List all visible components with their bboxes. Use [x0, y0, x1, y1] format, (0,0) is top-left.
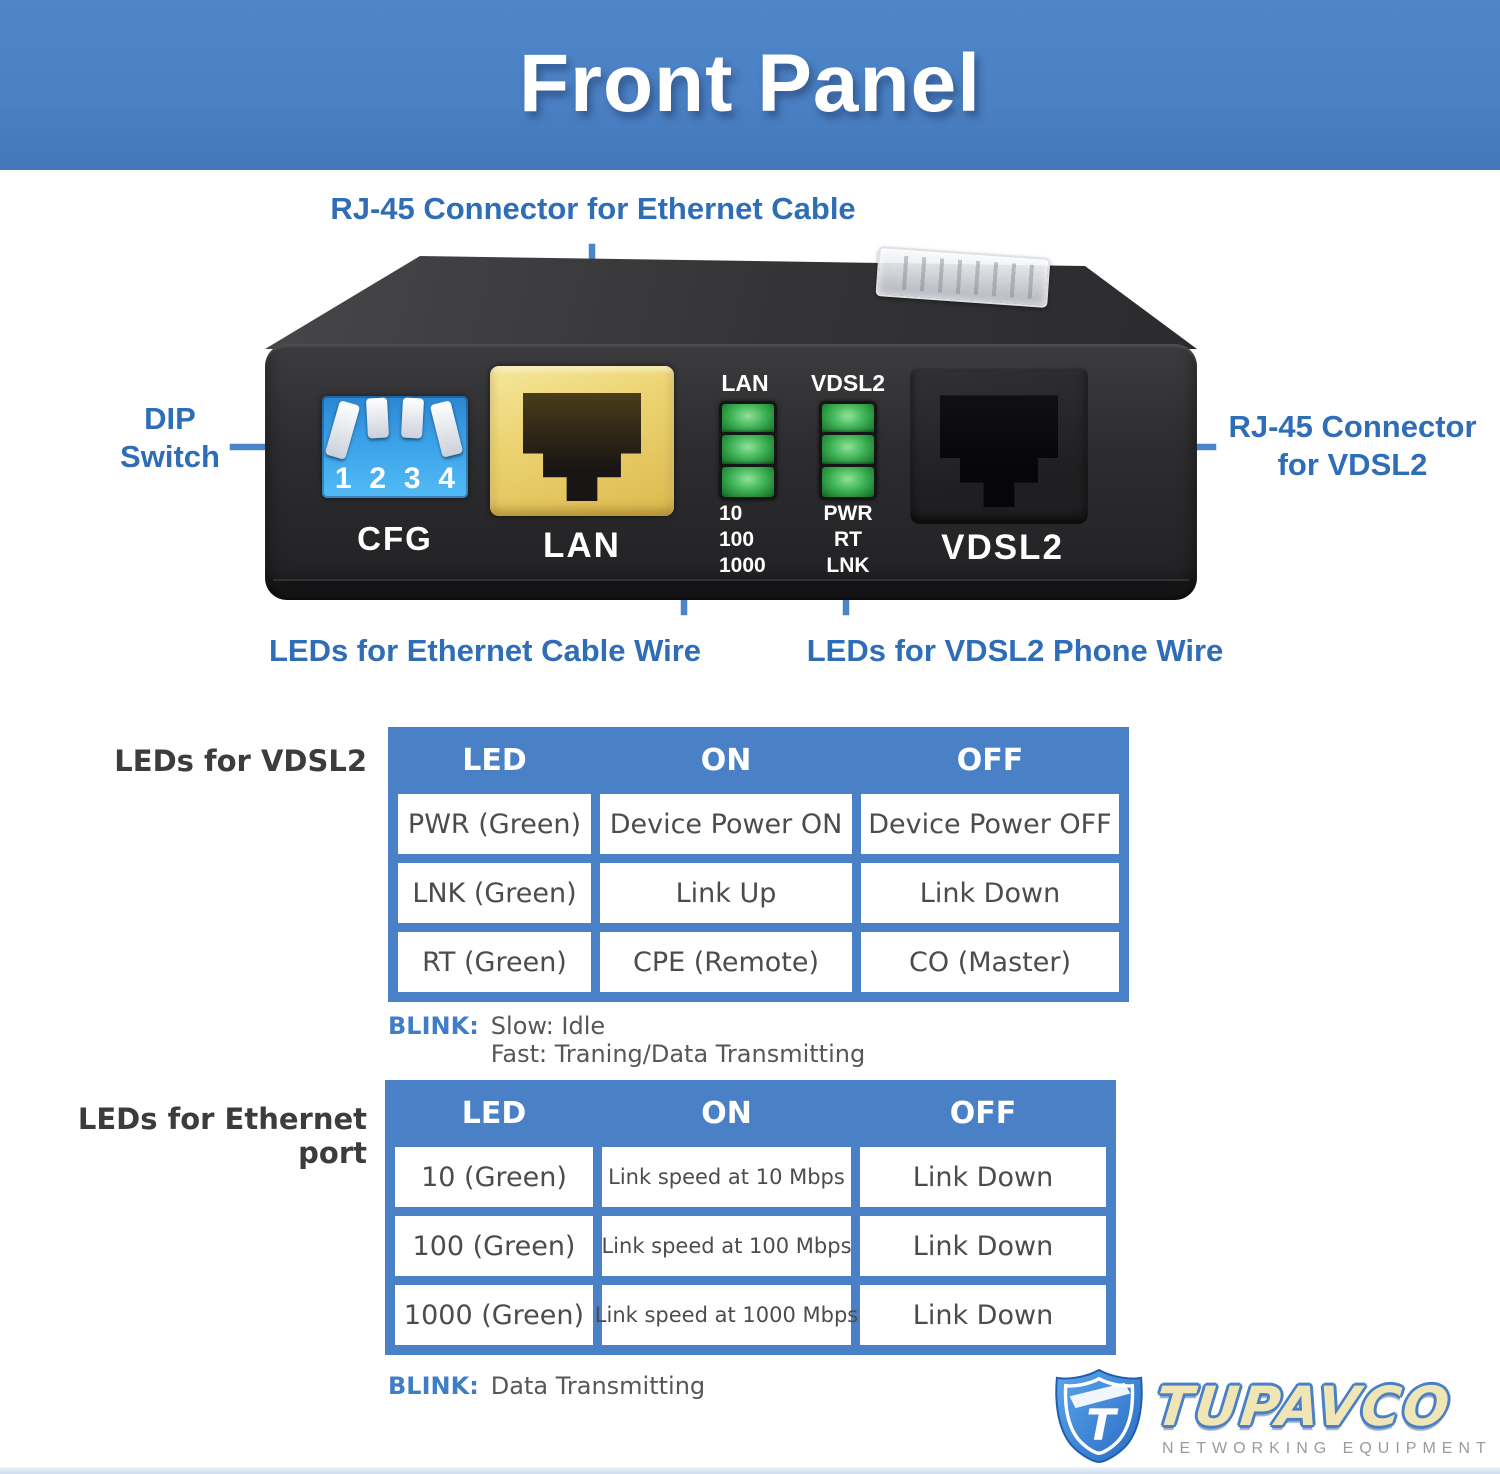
table-cell: Link Down	[860, 1216, 1106, 1276]
callout-rj45-ethernet: RJ-45 Connector for Ethernet Cable	[330, 191, 856, 226]
table-header-row: LED ON OFF	[385, 1080, 1116, 1147]
brand-tagline: NETWORKING EQUIPMENT	[1162, 1440, 1492, 1457]
table-header-cell: ON	[700, 743, 752, 778]
blink-text: Slow: Idle Fast: Traning/Data Transmitti…	[491, 1012, 865, 1068]
tupavco-logo: T TUPAVCO NETWORKING EQUIPMENT	[1052, 1366, 1492, 1472]
blink-line: Fast: Traning/Data Transmitting	[490, 1040, 866, 1068]
table-cell: Link speed at 100 Mbps	[601, 1216, 852, 1276]
led-labels-ethernet: 10 100 1000	[719, 501, 766, 579]
dip-number: 3	[403, 462, 421, 495]
callout-leds-vdsl2: LEDs for VDSL2 Phone Wire	[806, 633, 1224, 668]
led-label: PWR	[823, 502, 873, 525]
ethernet-blink-note: BLINK: Data Transmitting	[388, 1372, 705, 1400]
table-cell: Link Down	[860, 1147, 1106, 1207]
rj45-socket-shape	[523, 393, 641, 501]
table-header-cell: ON	[701, 1096, 752, 1131]
dip-number: 4	[438, 462, 456, 495]
lan-port-jack	[490, 366, 674, 516]
vdsl2-blink-note: BLINK: Slow: Idle Fast: Traning/Data Tra…	[388, 1012, 865, 1068]
table-cell: 10 (Green)	[395, 1147, 593, 1207]
ethernet-table-label: LEDs for Ethernet port	[77, 1102, 367, 1170]
table-cell: Link speed at 10 Mbps	[602, 1147, 851, 1207]
table-cell: PWR (Green)	[398, 794, 591, 854]
led-labels-vdsl2: PWR RT LNK	[787, 501, 909, 579]
led-label: RT	[834, 528, 862, 551]
table-cell: CPE (Remote)	[600, 932, 852, 992]
led-label: 100	[719, 528, 755, 551]
dip-number: 1	[334, 462, 352, 495]
callout-dip-line2: Switch	[120, 439, 220, 474]
led-indicator	[819, 464, 877, 500]
blink-label: BLINK:	[388, 1012, 479, 1040]
svg-text:T: T	[1086, 1401, 1119, 1451]
vdsl2-port-label: VDSL2	[941, 528, 1064, 567]
device-front-panel: 1 2 3 4 CFG LAN LAN VDSL2 10 100 1000	[265, 246, 1197, 602]
led-indicator-block: LAN VDSL2 10 100 1000 PWR RT LNK	[703, 370, 909, 590]
header-banner: Front Panel	[0, 0, 1500, 170]
callout-dip-line1: DIP	[144, 401, 196, 436]
dip-lever	[400, 397, 425, 439]
table-body: PWR (Green) Device Power ON Device Power…	[388, 794, 1129, 1002]
led-column-header-vdsl2: VDSL2	[810, 370, 886, 396]
table-header-cell: OFF	[956, 743, 1024, 778]
lan-port-label: LAN	[543, 526, 621, 565]
table-cell: Device Power ON	[600, 794, 852, 854]
dip-lever	[324, 400, 361, 460]
vdsl2-table-label: LEDs for VDSL2	[114, 744, 367, 778]
device-front-face: 1 2 3 4 CFG LAN LAN VDSL2 10 100 1000	[265, 344, 1197, 600]
callout-leds-ethernet: LEDs for Ethernet Cable Wire	[268, 633, 702, 668]
callout-rj45-vdsl2: RJ-45 Connector for VDSL2	[1205, 408, 1500, 484]
dip-switch: 1 2 3 4	[322, 396, 468, 498]
blink-line: Slow: Idle	[490, 1012, 606, 1040]
callout-rj45-vdsl2-line1: RJ-45 Connector	[1228, 409, 1477, 444]
led-indicator	[719, 464, 777, 500]
table-cell: Link speed at 1000 Mbps	[595, 1285, 858, 1345]
tupavco-shield-logo-icon: T	[1055, 1368, 1143, 1464]
led-indicator	[719, 432, 777, 468]
table-cell: CO (Master)	[861, 932, 1119, 992]
table-cell: 1000 (Green)	[395, 1285, 593, 1345]
vdsl2-led-table: LED ON OFF PWR (Green) Device Power ON D…	[388, 727, 1129, 1002]
table-header-cell: OFF	[949, 1096, 1017, 1131]
blink-line: Data Transmitting	[490, 1372, 706, 1400]
table-cell: LNK (Green)	[398, 863, 591, 923]
led-indicator	[819, 432, 877, 468]
dip-number: 2	[369, 462, 387, 495]
table-cell: Device Power OFF	[861, 794, 1119, 854]
table-cell: 100 (Green)	[395, 1216, 593, 1276]
led-indicator	[719, 401, 777, 437]
led-column-header-lan: LAN	[721, 370, 769, 396]
bottom-edge-strip	[0, 1467, 1500, 1474]
led-label: 10	[719, 502, 743, 525]
table-cell: Link Up	[600, 863, 852, 923]
table-header-cell: LED	[461, 1096, 527, 1131]
device-top-face	[265, 256, 1197, 349]
led-label: LNK	[826, 554, 870, 577]
table-cell: RT (Green)	[398, 932, 591, 992]
callout-dip-switch: DIP Switch	[60, 400, 280, 476]
cfg-label: CFG	[357, 520, 433, 557]
dip-lever	[365, 397, 390, 439]
dip-switch-numbers: 1 2 3 4	[326, 462, 464, 496]
rj45-socket-shape	[940, 395, 1058, 508]
dip-lever	[429, 400, 464, 458]
table-cell: Link Down	[860, 1285, 1106, 1345]
vdsl2-port-jack	[910, 366, 1088, 524]
callout-rj45-vdsl2-line2: for VDSL2	[1277, 447, 1428, 482]
blink-label: BLINK:	[388, 1372, 479, 1400]
brand-name: TUPAVCO	[1152, 1375, 1455, 1438]
table-cell: Link Down	[861, 863, 1119, 923]
ethernet-led-table: LED ON OFF 10 (Green) Link speed at 10 M…	[385, 1080, 1116, 1355]
device-bottom-edge	[273, 579, 1189, 597]
table-header-cell: LED	[462, 743, 527, 778]
led-label: 1000	[719, 554, 766, 577]
brand-text-block: TUPAVCO NETWORKING EQUIPMENT	[1152, 1366, 1492, 1472]
table-body: 10 (Green) Link speed at 10 Mbps Link Do…	[385, 1147, 1116, 1355]
page-title: Front Panel	[518, 38, 982, 129]
blink-text: Data Transmitting	[491, 1372, 705, 1400]
table-header-row: LED ON OFF	[388, 727, 1129, 794]
